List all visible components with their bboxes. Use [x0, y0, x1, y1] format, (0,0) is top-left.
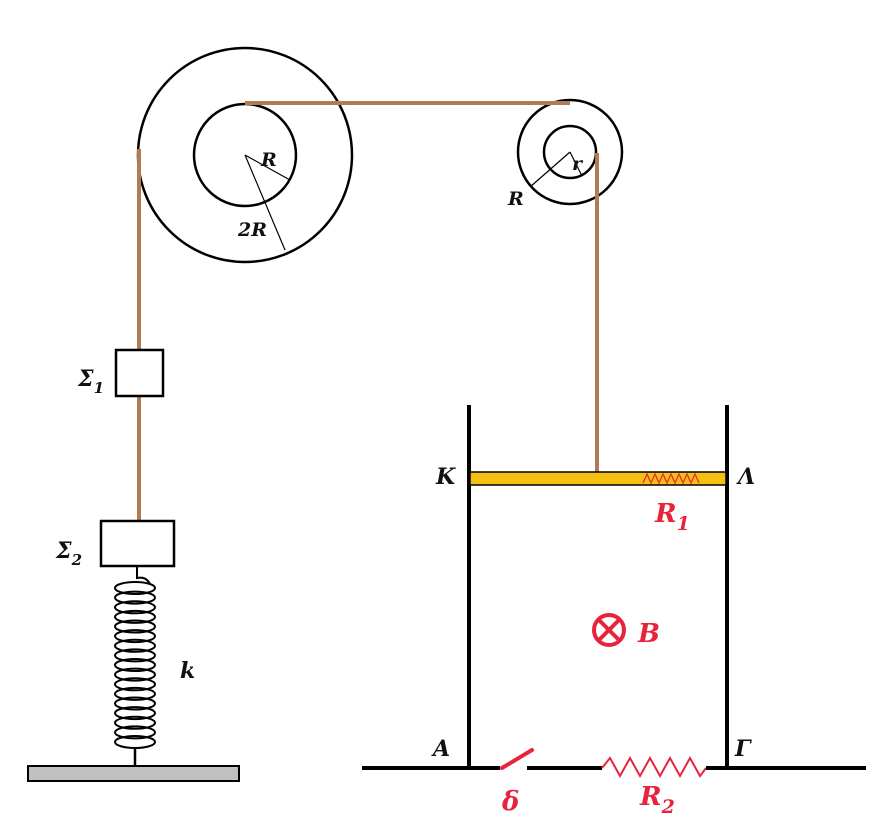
spring-coil: [114, 648, 156, 663]
label-gamma: Γ: [734, 736, 752, 762]
switch-delta: [500, 748, 534, 770]
spring: [114, 566, 156, 766]
spring-coil: [114, 715, 156, 730]
label-lambda: Λ: [736, 464, 755, 490]
label-b: B: [637, 619, 660, 649]
left-pulley: R 2R: [136, 46, 354, 264]
label-k: Κ: [435, 464, 456, 490]
ground-base: [27, 765, 240, 782]
block-sigma2-subscript: 2: [71, 551, 82, 569]
spring-label: k: [180, 658, 195, 684]
label-r2: R2: [639, 782, 675, 818]
right-pulley-outer-radius-line: [529, 151, 571, 188]
left-pulley-inner-radius-line: [244, 154, 291, 181]
spring-coil: [114, 619, 156, 634]
spring-coil: [114, 667, 156, 682]
block-sigma2-label: Σ2: [55, 538, 82, 569]
spring-coil: [114, 706, 156, 721]
spring-coil: [114, 658, 156, 672]
right-pulley: r R: [507, 98, 624, 210]
spring-top-hook: [136, 566, 151, 585]
magnetic-field-into-page-icon: [592, 613, 626, 647]
label-delta: δ: [501, 787, 519, 817]
left-pulley-outer-radius-line: [244, 154, 286, 251]
right-pulley-outer-radius-label: R: [507, 188, 524, 210]
left-pulley-outer-radius-label: 2R: [237, 219, 267, 241]
spring-coil: [114, 629, 156, 644]
spring-coil: [114, 609, 156, 624]
spring-coils: [114, 581, 156, 749]
spring-coil: [114, 725, 156, 740]
label-r2-subscript: 2: [661, 796, 675, 818]
label-r1: R1: [654, 499, 690, 535]
left-pulley-inner-radius-label: R: [260, 149, 277, 171]
resistor-r2: [601, 755, 707, 779]
rod-resistance-zigzag: [642, 472, 700, 485]
block-sigma1-label: Σ1: [77, 366, 104, 397]
spring-coil: [114, 696, 156, 711]
block-sigma1: [114, 348, 165, 398]
right-pulley-inner-radius-label: r: [572, 153, 584, 175]
spring-coil: [114, 600, 156, 615]
spring-coil: [114, 638, 156, 653]
label-alpha: Α: [431, 736, 450, 762]
spring-coil: [114, 590, 156, 605]
spring-coil: [114, 677, 156, 692]
block-sigma1-subscript: 1: [94, 379, 104, 397]
spring-coil: [114, 581, 156, 595]
spring-coil: [114, 686, 156, 701]
right-pulley-inner-radius-line: [569, 151, 583, 177]
right-pulley-outer-wheel: [516, 98, 624, 206]
right-pulley-inner-wheel: [542, 124, 598, 180]
label-r1-subscript: 1: [677, 513, 690, 535]
block-sigma2: [99, 519, 176, 568]
